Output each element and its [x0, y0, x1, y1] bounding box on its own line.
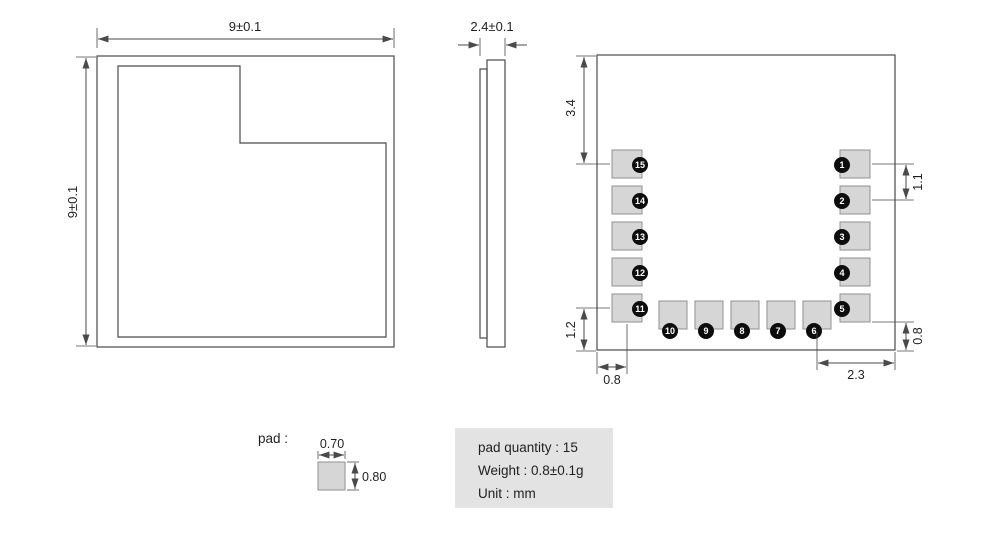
pad-5: 5	[834, 293, 871, 323]
pad-14: 14	[611, 185, 648, 215]
pad-8: 8	[730, 300, 760, 339]
pin-number-circle	[632, 265, 648, 281]
pin-number-circle	[770, 323, 786, 339]
pad-15: 15	[611, 149, 648, 179]
info-pad-quantity: pad quantity : 15	[478, 440, 578, 455]
top-height-label: 9±0.1	[65, 186, 80, 218]
pin-number: 1	[839, 160, 844, 170]
pin-number-circle	[734, 323, 750, 339]
pin-number-circle	[632, 157, 648, 173]
dim-0-8-right-label: 0.8	[911, 327, 925, 344]
dimension-1-1: 1.1	[872, 163, 925, 201]
pad-detail: pad : 0.70 0.80	[258, 431, 386, 491]
side-view: 2.4±0.1	[458, 19, 527, 348]
pin-number-circle	[632, 193, 648, 209]
side-view-thickness-dimension: 2.4±0.1	[458, 19, 527, 56]
pin-number-circle	[632, 229, 648, 245]
pin-number-circle	[806, 323, 822, 339]
info-box: pad quantity : 15 Weight : 0.8±0.1g Unit…	[455, 428, 613, 508]
pad-height-label: 0.80	[362, 470, 386, 484]
pin-number-circle	[834, 157, 850, 173]
dimension-1-2: 1.2	[564, 307, 610, 352]
dim-1-1-label: 1.1	[911, 173, 925, 190]
pad-surface	[611, 221, 643, 251]
pad-6: 6	[802, 300, 832, 339]
pad-width-label: 0.70	[320, 437, 344, 451]
dim-0-8-bottom-label: 0.8	[603, 373, 620, 387]
dimension-2-3: 2.3	[816, 332, 896, 382]
dim-3-4-label: 3.4	[564, 99, 578, 116]
pin-number: 15	[635, 160, 645, 170]
bottom-view-outline	[596, 54, 896, 351]
pin-number-circle	[834, 301, 850, 317]
top-view-width-dimension: 9±0.1	[96, 19, 395, 48]
pad-detail-sample	[317, 461, 346, 491]
top-view-outer-outline	[96, 55, 395, 348]
pin-number: 7	[775, 326, 780, 336]
pin-number: 4	[839, 268, 844, 278]
pin-number-circle	[662, 323, 678, 339]
pad-surface	[802, 300, 832, 330]
dimension-0-8-bottom: 0.8	[596, 324, 628, 387]
side-view-board-outline	[479, 68, 488, 339]
pin-number: 12	[635, 268, 645, 278]
pin-number: 5	[839, 304, 844, 314]
top-width-label: 9±0.1	[229, 19, 261, 34]
top-view-height-dimension: 9±0.1	[65, 56, 96, 347]
pin-number-circle	[698, 323, 714, 339]
pin-number: 2	[839, 196, 844, 206]
pad-13: 13	[611, 221, 648, 251]
pad-10: 10	[658, 300, 688, 339]
top-view-inner-outline	[117, 65, 387, 338]
pad-7: 7	[766, 300, 796, 339]
info-weight: Weight : 0.8±0.1g	[478, 463, 583, 478]
pin-number: 14	[635, 196, 645, 206]
side-thickness-label: 2.4±0.1	[470, 19, 513, 34]
bottom-view: 15 14 13 12 11 1	[564, 54, 925, 387]
pin-number-circle	[834, 265, 850, 281]
pad-2: 2	[834, 185, 871, 215]
pin-number: 9	[703, 326, 708, 336]
dim-1-2-label: 1.2	[564, 321, 578, 338]
top-view: 9±0.1 9±0.1	[65, 19, 395, 348]
pin-number: 11	[635, 304, 645, 314]
pad-1: 1	[834, 149, 871, 179]
pin-number-circle	[834, 229, 850, 245]
pad-11: 11	[611, 293, 648, 323]
info-box-background	[455, 428, 613, 508]
pad-9: 9	[694, 300, 724, 339]
dim-2-3-label: 2.3	[847, 368, 864, 382]
pad-detail-label: pad :	[258, 431, 288, 446]
pin-number: 13	[635, 232, 645, 242]
pad-surface	[611, 257, 643, 287]
dimension-3-4: 3.4	[564, 55, 610, 165]
side-view-body-outline	[486, 59, 506, 348]
pin-number: 3	[839, 232, 844, 242]
info-unit: Unit : mm	[478, 486, 536, 501]
pin-number: 8	[739, 326, 744, 336]
pad-width-dimension: 0.70	[317, 437, 346, 459]
pin-number-circle	[834, 193, 850, 209]
dimension-0-8-right: 0.8	[872, 321, 925, 352]
pin-number: 10	[665, 326, 675, 336]
pin-number-circle	[632, 301, 648, 317]
pad-12: 12	[611, 257, 648, 287]
pad-4: 4	[834, 257, 871, 287]
pad-3: 3	[834, 221, 871, 251]
pin-number: 6	[811, 326, 816, 336]
pad-height-dimension: 0.80	[347, 461, 386, 491]
